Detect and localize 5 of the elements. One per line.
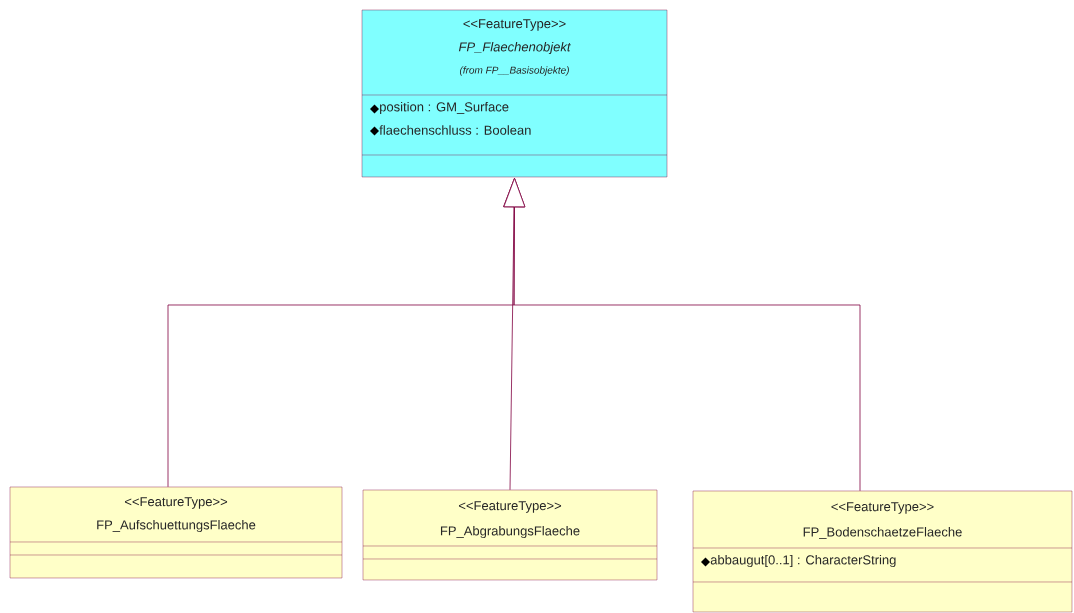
generalization-arrow xyxy=(503,177,861,492)
class-box: <<FeatureType>> FP_AufschuettungsFlaeche xyxy=(9,486,343,579)
class-box: <<FeatureType>> FP_Flaechenobjekt (from FP__Basisobjekte) position : GM_Surface flaechenschluss : Boolean xyxy=(361,9,668,178)
class-box: <<FeatureType>> FP_AbgrabungsFlaeche xyxy=(362,489,658,581)
class-box: <<FeatureType>> FP_BodenschaetzeFlaeche abbaugut[0..1] : CharacterString xyxy=(692,490,1073,613)
